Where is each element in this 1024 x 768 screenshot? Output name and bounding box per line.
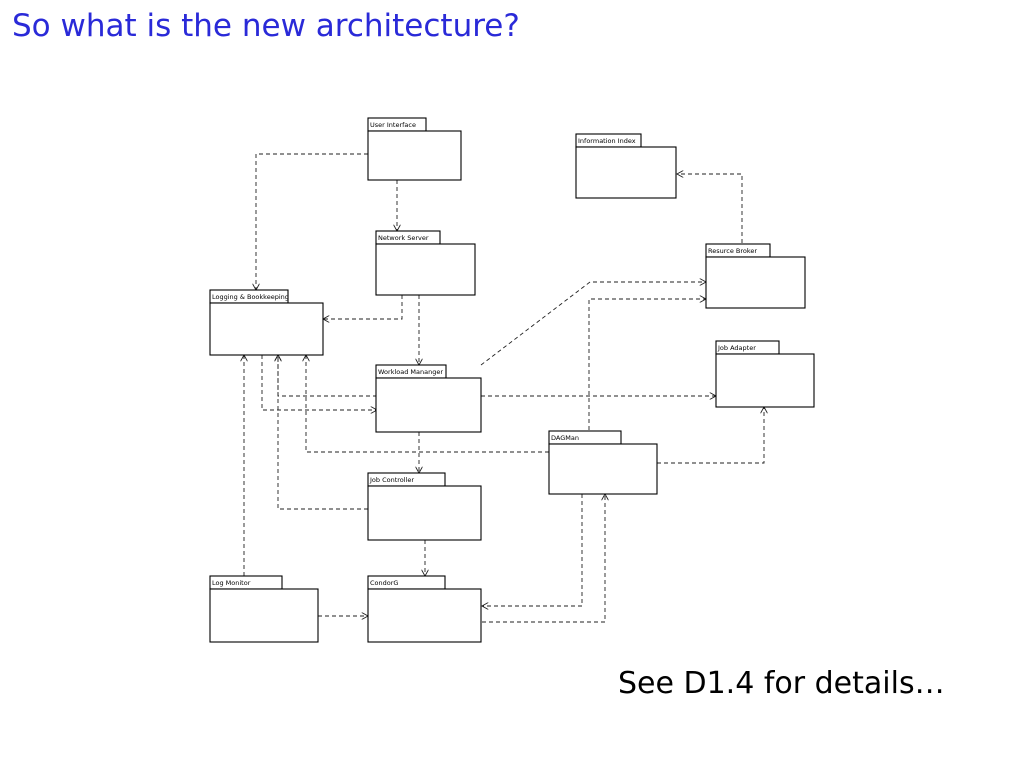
package-label: Logging & Bookkeeping — [212, 293, 289, 301]
dep-resource-broker-to-information-index — [677, 174, 743, 243]
dependency-lines — [244, 153, 764, 623]
package-condorg: CondorG — [367, 575, 482, 643]
package-label: CondorG — [370, 579, 398, 587]
package-job-controller: Job Controller — [367, 472, 482, 541]
dep-dagman-to-condorg — [482, 494, 583, 606]
slide-title: So what is the new architecture? — [12, 8, 520, 44]
package-label: Resurce Broker — [708, 247, 757, 255]
dep-condorg-to-dagman — [482, 494, 605, 623]
dep-dagman-to-resource-broker — [588, 299, 706, 444]
package-workload-manager: Workload Mananger — [375, 364, 482, 433]
details-note: See D1.4 for details… — [618, 666, 945, 701]
package-label: Log Monitor — [212, 579, 251, 587]
package-user-interface: User Interface — [367, 117, 462, 181]
package-resource-broker: Resurce Broker — [705, 243, 806, 309]
package-label: User Interface — [370, 121, 416, 129]
package-network-server: Network Server — [375, 230, 476, 296]
package-information-index: Information Index — [575, 133, 677, 199]
package-dagman: DAGMan — [548, 430, 658, 495]
package-label: DAGMan — [551, 434, 579, 442]
dep-dagman-to-job-adapter — [657, 407, 764, 464]
dep-user-interface-to-logging-bookkeeping — [256, 153, 368, 290]
dep-workload-manager-to-logging-bookkeeping — [278, 355, 377, 397]
package-label: Network Server — [378, 234, 429, 242]
package-label: Workload Mananger — [378, 368, 443, 376]
package-label: Job Adapter — [717, 344, 756, 352]
dep-logging-bookkeeping-to-workload-manager — [261, 355, 377, 410]
dep-network-server-to-logging-bookkeeping — [323, 295, 403, 319]
package-logging-bookkeeping: Logging & Bookkeeping — [209, 289, 324, 356]
package-label: Job Controller — [369, 476, 414, 484]
package-job-adapter: Job Adapter — [715, 340, 815, 408]
dep-job-controller-to-logging-bookkeeping — [278, 355, 368, 510]
dep-dagman-to-logging-bookkeeping — [306, 355, 549, 453]
package-label: Information Index — [578, 137, 636, 145]
package-log-monitor: Log Monitor — [209, 575, 319, 643]
dep-workload-manager-to-resource-broker — [480, 282, 706, 366]
